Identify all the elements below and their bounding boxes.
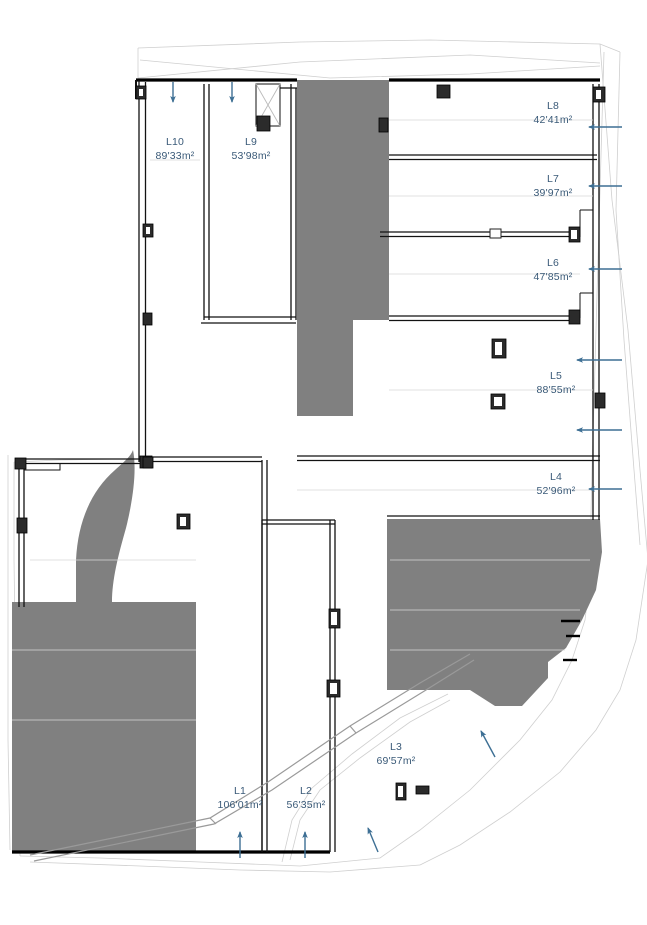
wall-lowerleft-notch: [24, 463, 61, 471]
arrow-l3-upper: [480, 730, 496, 758]
interior-walls: [16, 80, 600, 852]
site-path-lines: [29, 653, 475, 862]
arrow-l3-lower: [367, 827, 379, 853]
column: [415, 785, 430, 795]
wall-stub-right-lower: [579, 292, 593, 318]
entry-arrows: [170, 82, 622, 858]
shaded-block-lower-left-rect: [12, 602, 196, 852]
column: [436, 84, 451, 99]
shaded-block-lower-right-polygon: [387, 519, 602, 706]
internal-guide-lines: [12, 119, 593, 721]
column: [568, 309, 581, 325]
column: [16, 517, 28, 534]
wall-ticks: [561, 619, 580, 662]
shaded-block-lower-left-curve: [76, 450, 135, 602]
structural-columns: [14, 84, 606, 801]
window-symbol: [489, 228, 502, 239]
wall-stub-right-upper: [579, 209, 593, 237]
shaded-blocks-group: [12, 80, 602, 852]
shaded-block-central-core: [297, 80, 389, 416]
column: [378, 117, 389, 133]
column: [594, 392, 606, 409]
column: [256, 115, 271, 132]
column: [142, 312, 153, 326]
column: [14, 457, 27, 470]
column: [142, 456, 154, 469]
